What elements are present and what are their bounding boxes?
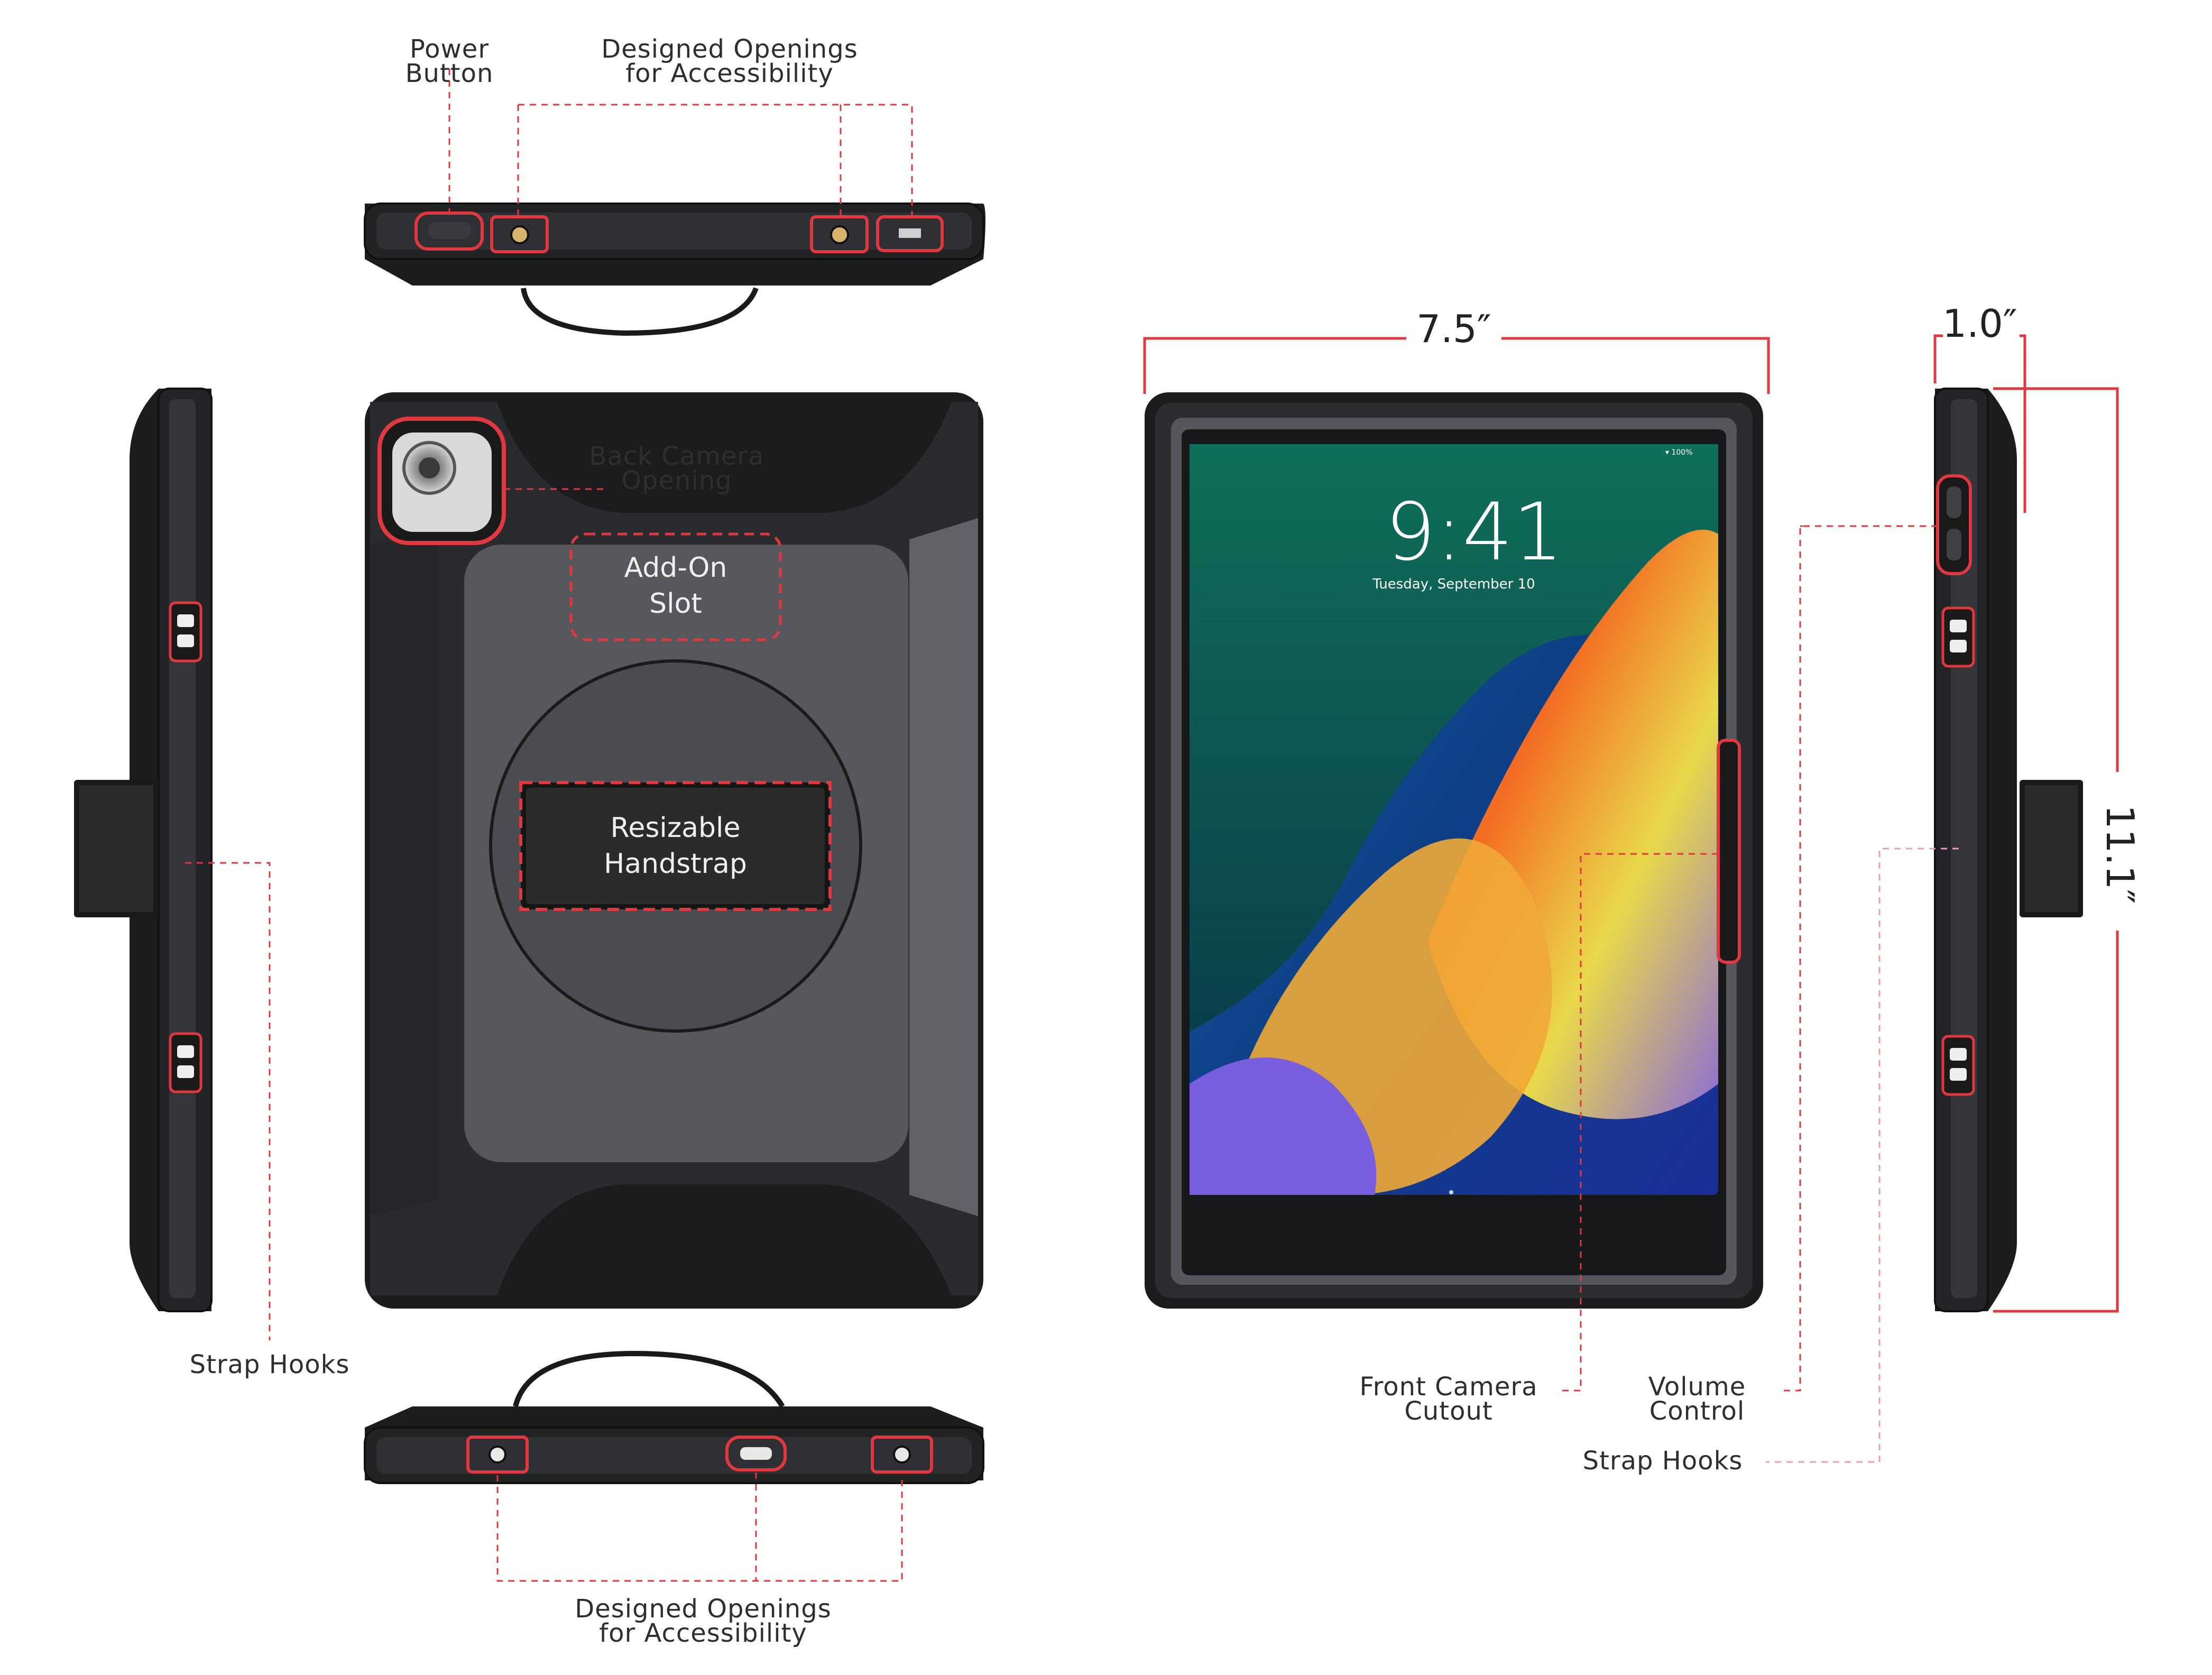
power-button-label: Power Button xyxy=(405,34,494,88)
top-opening-2 xyxy=(810,215,869,253)
bottom-opening-1 xyxy=(466,1435,529,1474)
right-strap-hook-top xyxy=(1941,606,1975,668)
volume-control xyxy=(1936,474,1972,575)
left-strap-hooks-label: Strap Hooks xyxy=(189,1350,350,1379)
dimension-lines xyxy=(1143,334,2119,1313)
add-on-slot-label: Add-On Slot xyxy=(624,552,727,620)
front-camera-label: Front Camera Cutout xyxy=(1359,1372,1538,1426)
ipad-screen xyxy=(1190,444,1718,1195)
handstrap-label: Resizable Handstrap xyxy=(604,812,747,880)
bottom-opening-3 xyxy=(871,1435,933,1474)
left-strap-hook-bottom xyxy=(169,1032,202,1093)
back-camera xyxy=(377,417,506,545)
depth-dimension: 1.0″ xyxy=(1942,301,2017,346)
bottom-edge-view xyxy=(364,1350,984,1582)
battery-percent: 100% xyxy=(1671,448,1693,457)
height-dimension: 11.1″ xyxy=(2098,805,2142,904)
top-edge-view xyxy=(364,69,985,336)
top-opening-1 xyxy=(490,215,549,253)
volume-control-label: Volume Control xyxy=(1648,1372,1746,1426)
bottom-openings-label: Designed Openings for Accessibility xyxy=(575,1594,832,1648)
power-button-opening xyxy=(414,211,484,251)
right-side-view xyxy=(1766,388,2083,1463)
handstrap xyxy=(521,783,830,909)
right-strap-hook-bottom xyxy=(1941,1035,1975,1096)
lock-screen-time: 9:41 xyxy=(1385,486,1563,578)
bottom-opening-2 xyxy=(725,1435,787,1471)
top-opening-3 xyxy=(876,215,944,252)
wifi-icon: ▾ xyxy=(1665,448,1670,457)
left-strap-hook-top xyxy=(169,601,202,662)
back-camera-label: Back Camera Opening xyxy=(589,441,764,495)
top-openings-label: Designed Openings for Accessibility xyxy=(601,34,858,88)
right-strap-hooks-label: Strap Hooks xyxy=(1582,1446,1743,1476)
back-view xyxy=(365,392,983,1309)
lock-screen-date: Tuesday, September 10 xyxy=(1372,576,1535,592)
left-side-view xyxy=(74,388,271,1340)
battery-status: ▾ 100% xyxy=(1665,448,1702,457)
width-dimension: 7.5″ xyxy=(1416,307,1491,351)
front-view xyxy=(1145,392,1803,1392)
